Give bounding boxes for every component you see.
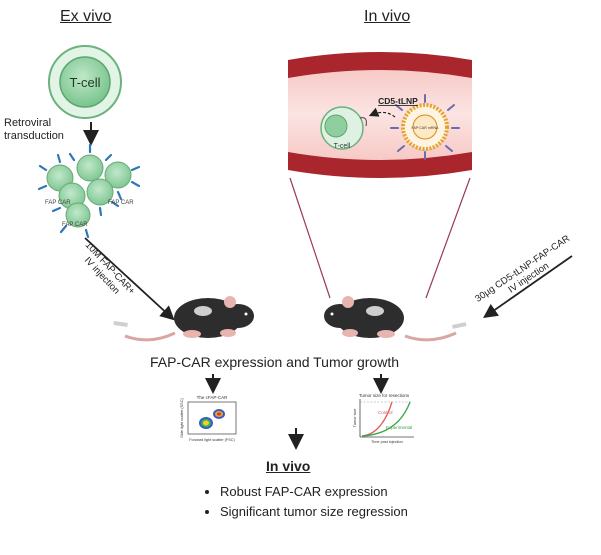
tumor-growth-plot — [359, 399, 414, 438]
result-item-2: Significant tumor size regression — [220, 502, 408, 522]
result-title: In vivo — [266, 458, 311, 474]
growth-series-control: Control — [378, 410, 393, 415]
growth-plot-title: Tumor size for resections — [359, 393, 410, 398]
flow-plot-title: The cFAP-CAR — [197, 395, 229, 400]
tcell-large — [48, 45, 122, 119]
growth-series-experimental: Experimental — [386, 425, 412, 430]
zoom-line-left — [289, 177, 331, 299]
arrow-right-injection — [483, 255, 573, 319]
injection-left-group: 10M FAP-CAR+ IV injection — [82, 240, 137, 297]
readout-title: FAP-CAR expression and Tumor growth — [150, 354, 399, 370]
lnp-cargo-label: FAP CAR mRNA — [412, 126, 439, 130]
in-vivo-header: In vivo — [364, 8, 411, 25]
curved-arrow — [368, 107, 396, 118]
flow-plot-ylabel: Side light scatter (SSC) — [180, 398, 184, 438]
retroviral-label-1: Retroviral — [4, 117, 52, 129]
lnp-particle — [390, 94, 460, 160]
car-label-3: FAP CAR — [62, 222, 88, 228]
car-label-2: FAP CAR — [108, 200, 134, 206]
lnp-title: CD5-tLNP — [378, 96, 418, 106]
injection-right-group: 30µg CD5-tLNP-FAP-CAR IV injection — [473, 233, 572, 305]
mouse-right — [324, 296, 467, 342]
car-label-1: FAP CAR — [45, 200, 71, 206]
growth-plot-ylabel: Tumor size — [353, 409, 357, 428]
vessel-tcell — [320, 106, 367, 150]
ex-vivo-header: Ex vivo — [60, 8, 112, 25]
retroviral-label-2: transduction — [4, 130, 64, 142]
vessel-tcell-label: T-cell — [334, 143, 351, 150]
zoom-line-right — [425, 177, 471, 299]
growth-plot-xlabel: Time post injection — [371, 440, 403, 444]
tcell-label: T-cell — [69, 75, 100, 90]
blood-vessel — [288, 52, 472, 178]
flow-cytometry-plot — [187, 401, 237, 435]
arrow-left-injection — [84, 237, 175, 321]
result-list: Robust FAP-CAR expression Significant tu… — [204, 482, 408, 522]
mouse-left — [113, 296, 254, 342]
flow-plot-xlabel: Forward light scatter (FSC) — [189, 438, 235, 442]
injection-right-line1: 30µg CD5-tLNP-FAP-CAR — [473, 233, 572, 305]
car-t-cell-cluster — [37, 143, 141, 239]
result-item-1: Robust FAP-CAR expression — [220, 482, 408, 502]
